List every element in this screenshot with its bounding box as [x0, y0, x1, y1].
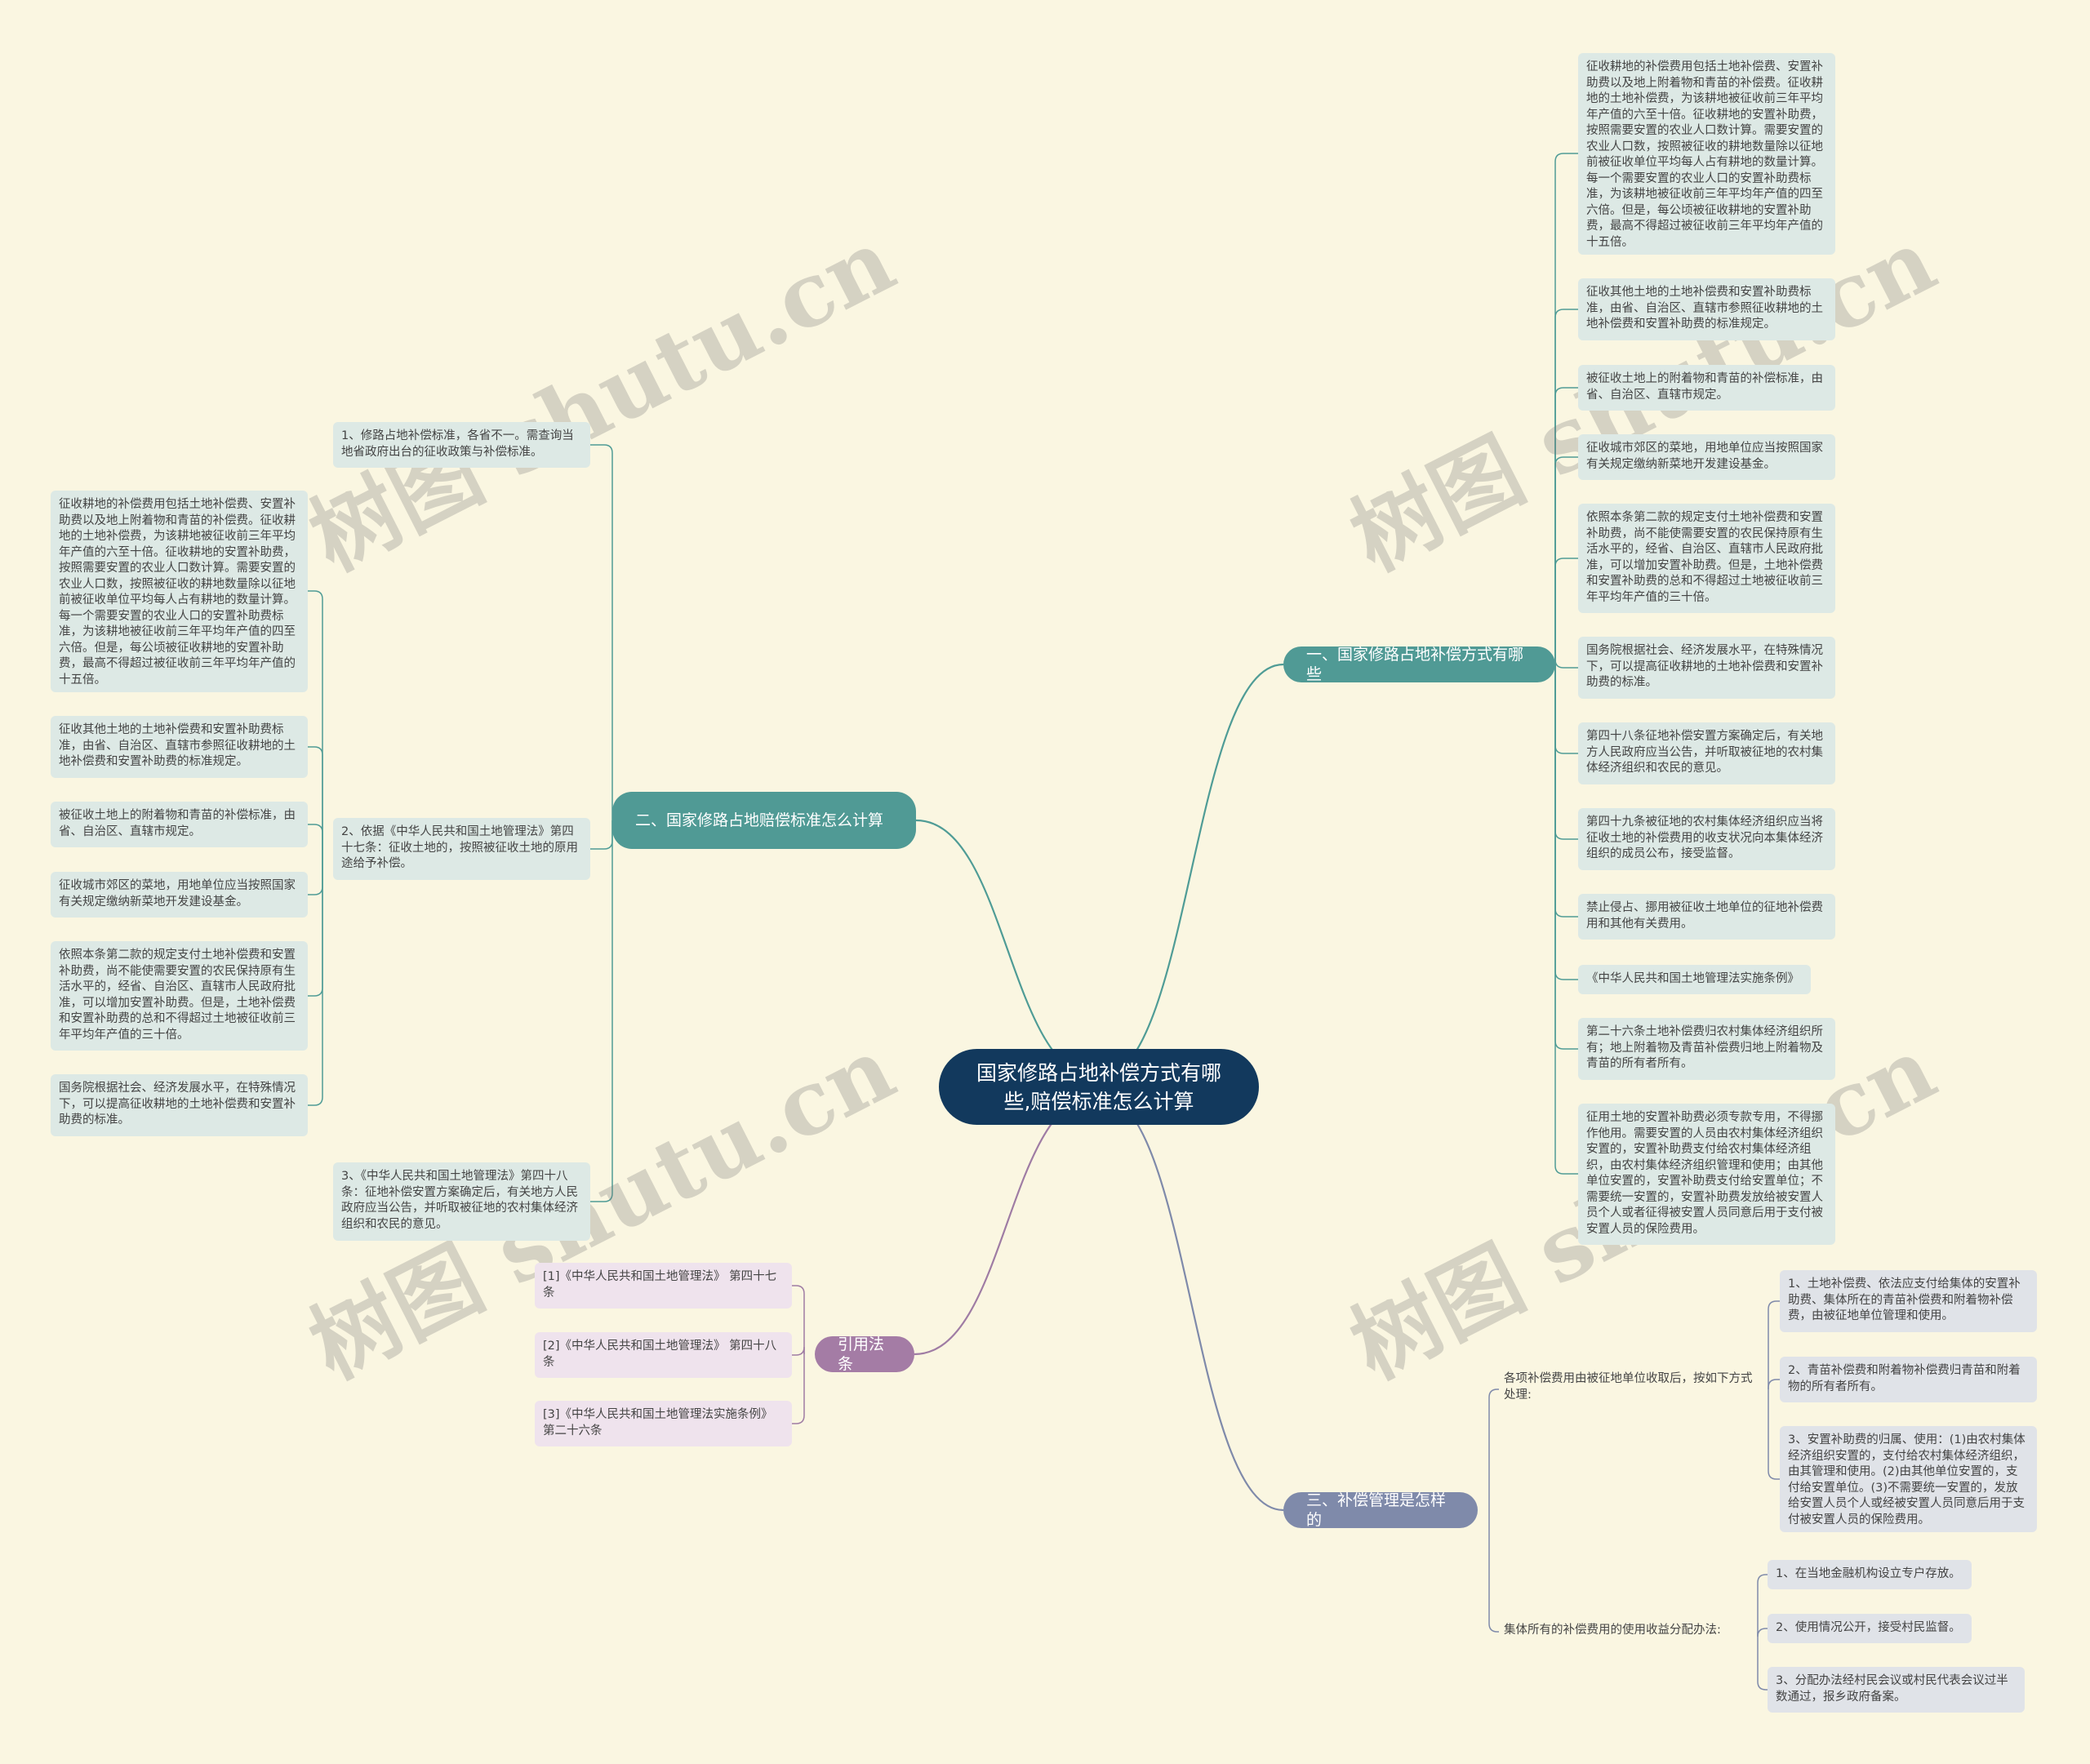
connector-branch4-leaf: [792, 1346, 805, 1356]
list-item: 第四十九条被征地的农村集体经济组织应当将征收土地的补偿费用的收支状况向本集体经济…: [1578, 808, 1835, 870]
list-item: 征收耕地的补偿费用包括土地补偿费、安置补助费以及地上附着物和青苗的补偿费。征收耕…: [1578, 53, 1835, 255]
branch-label: 一、国家修路占地补偿方式有哪些: [1306, 646, 1524, 683]
list-item: 禁止侵占、挪用被征收土地单位的征地补偿费用和其他有关费用。: [1578, 894, 1835, 940]
citation-item: [1]《中华人民共和国土地管理法》 第四十七条: [535, 1263, 792, 1309]
connector-branch4-leaf: [792, 1354, 805, 1424]
list-item: 2、青苗补偿费和附着物补偿费归青苗和附着物的所有者所有。: [1780, 1357, 2037, 1402]
connector-sub-leaf: [308, 746, 323, 849]
list-item: 3、分配办法经村民会议或村民代表会议过半数通过，报乡政府备案。: [1768, 1667, 2025, 1713]
connector-group-leaf: [1757, 1574, 1768, 1632]
connector-root-branch1: [1098, 663, 1284, 1080]
connector-group-leaf: [1757, 1632, 1768, 1691]
citation-item: [2]《中华人民共和国土地管理法》 第四十八条: [535, 1332, 792, 1378]
list-item: 国务院根据社会、经济发展水平，在特殊情况下，可以提高征收耕地的土地补偿费和安置补…: [1578, 637, 1835, 699]
list-item: 3、《中华人民共和国土地管理法》第四十八条：征地补偿安置方案确定后，有关地方人民…: [333, 1162, 590, 1241]
list-item: 依照本条第二款的规定支付土地补偿费和安置补助费，尚不能使需要安置的农民保持原有生…: [51, 941, 308, 1051]
group-label: 集体所有的补偿费用的使用收益分配办法:: [1499, 1620, 1752, 1644]
connector-branch1-leaf: [1554, 309, 1578, 664]
connector-group-leaf: [1768, 1379, 1780, 1389]
connector-branch1-leaf: [1554, 664, 1578, 1175]
list-item: 第四十八条征地补偿安置方案确定后，有关地方人民政府应当公告，并听取被征地的农村集…: [1578, 722, 1835, 784]
branch-label: 二、国家修路占地赔偿标准怎么计算: [635, 811, 884, 829]
connector-branch1-leaf: [1554, 664, 1578, 754]
connector-branch4-leaf: [792, 1285, 805, 1354]
branch-compensation-standard[interactable]: 二、国家修路占地赔偿标准怎么计算: [612, 792, 916, 849]
connector-sub-leaf: [308, 849, 323, 1106]
connector-root-branch2: [915, 819, 1100, 1080]
list-item: 2、使用情况公开，接受村民监督。: [1768, 1614, 1972, 1643]
connector-branch1-leaf: [1554, 387, 1578, 664]
branch-label: 引用法条: [838, 1335, 885, 1373]
list-item: 征用土地的安置补助费必须专款专用，不得挪作他用。需要安置的人员由农村集体经济组织…: [1578, 1104, 1835, 1245]
citation-item: [3]《中华人民共和国土地管理法实施条例》 第二十六条: [535, 1401, 792, 1446]
list-item: 1、修路占地补偿标准，各省不一。需查询当地省政府出台的征收政策与补偿标准。: [333, 422, 590, 468]
connector-branch1-leaf: [1554, 659, 1578, 669]
list-item: 被征收土地上的附着物和青苗的补偿标准，由省、自治区、直辖市规定。: [51, 802, 308, 847]
list-item: 国务院根据社会、经济发展水平，在特殊情况下，可以提高征收耕地的土地补偿费和安置补…: [51, 1074, 308, 1136]
connector-root-branch4: [914, 1093, 1100, 1356]
list-item: 3、安置补助费的归属、使用：(1)由农村集体经济组织安置的，支付给农村集体经济组…: [1780, 1426, 2037, 1532]
list-item: 征收其他土地的土地补偿费和安置补助费标准，由省、自治区、直辖市参照征收耕地的土地…: [51, 716, 308, 778]
branch-label: 三、补偿管理是怎样的: [1306, 1491, 1447, 1529]
list-item: 征收城市郊区的菜地，用地单位应当按照国家有关规定缴纳新菜地开发建设基金。: [51, 872, 308, 918]
connector-branch3-group: [1488, 1389, 1499, 1510]
branch-compensation-management[interactable]: 三、补偿管理是怎样的: [1283, 1491, 1478, 1529]
connector-group-leaf: [1757, 1628, 1768, 1637]
root-title: 国家修路占地补偿方式有哪些,赔偿标准怎么计算: [976, 1060, 1221, 1113]
list-item: 《中华人民共和国土地管理法实施条例》: [1578, 965, 1811, 994]
connector-branch1-leaf: [1554, 664, 1578, 1050]
connector-group-leaf: [1768, 1300, 1780, 1389]
list-item: 2、依据《中华人民共和国土地管理法》第四十七条：征收土地的，按照被征收土地的原用…: [333, 818, 590, 880]
connector-sub-leaf: [308, 849, 323, 895]
connector-branch1-leaf: [1554, 664, 1578, 918]
connector-sub-leaf: [308, 824, 323, 849]
list-item: 被征收土地上的附着物和青苗的补偿标准，由省、自治区、直辖市规定。: [1578, 365, 1835, 411]
list-item: 依照本条第二款的规定支付土地补偿费和安置补助费，尚不能使需要安置的农民保持原有生…: [1578, 504, 1835, 613]
connector-branch2-leaf: [590, 444, 613, 820]
connector-branch1-leaf: [1554, 558, 1578, 664]
list-item: 征收耕地的补偿费用包括土地补偿费、安置补助费以及地上附着物和青苗的补偿费。征收耕…: [51, 491, 308, 692]
root-topic[interactable]: 国家修路占地补偿方式有哪些,赔偿标准怎么计算: [939, 1049, 1259, 1125]
list-item: 1、土地补偿费、依法应支付给集体的安置补助费、集体所在的青苗补偿费和附着物补偿费…: [1780, 1270, 2037, 1332]
connector-sub-leaf: [308, 849, 323, 997]
branch-compensation-methods[interactable]: 一、国家修路占地补偿方式有哪些: [1283, 646, 1555, 683]
list-item: 征收其他土地的土地补偿费和安置补助费标准，由省、自治区、直辖市参照征收耕地的土地…: [1578, 278, 1835, 340]
connector-branch2-leaf: [590, 820, 613, 850]
connector-group-leaf: [1768, 1389, 1780, 1480]
connector-branch2-leaf: [590, 820, 613, 1202]
connector-branch1-leaf: [1554, 153, 1578, 664]
branch-cited-laws[interactable]: 引用法条: [815, 1335, 914, 1373]
list-item: 1、在当地金融机构设立专户存放。: [1768, 1560, 1972, 1589]
list-item: 征收城市郊区的菜地，用地单位应当按照国家有关规定缴纳新菜地开发建设基金。: [1578, 434, 1835, 480]
connector-sub-leaf: [308, 590, 323, 849]
group-label: 各项补偿费用由被征地单位收取后，按如下方式处理:: [1499, 1368, 1759, 1411]
list-item: 第二十六条土地补偿费归农村集体经济组织所有；地上附着物及青苗补偿费归地上附着物及…: [1578, 1018, 1835, 1080]
connector-branch1-leaf: [1554, 456, 1578, 664]
connector-branch3-group: [1488, 1510, 1499, 1633]
connector-branch1-leaf: [1554, 664, 1578, 980]
connector-root-branch3: [1098, 1093, 1284, 1512]
